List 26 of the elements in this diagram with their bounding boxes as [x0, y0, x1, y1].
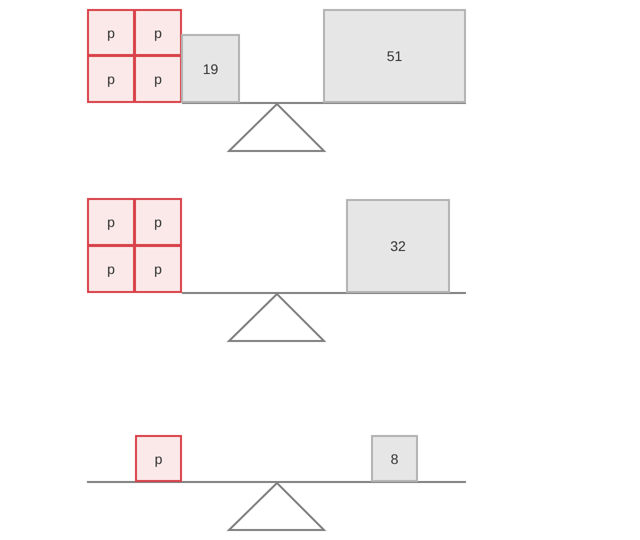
weight-block [371, 435, 418, 482]
weight-label: 32 [390, 238, 406, 254]
weight-block [87, 245, 135, 293]
weight-label: p [107, 214, 115, 230]
weight-block [87, 9, 135, 56]
weight-block [346, 199, 450, 293]
weight-block [323, 9, 466, 103]
weight-block [134, 198, 182, 246]
weight-label: p [154, 261, 162, 277]
weight-label: p [154, 450, 162, 466]
weight-block [134, 9, 182, 56]
weight-block [87, 198, 135, 246]
weight-label: 19 [202, 60, 218, 76]
weight-block [134, 245, 182, 293]
weight-label: 8 [390, 450, 398, 466]
weight-block [134, 55, 182, 103]
weight-block [181, 34, 240, 103]
weight-label: p [107, 261, 115, 277]
weight-label: p [107, 24, 115, 40]
weight-label: p [154, 214, 162, 230]
weight-block [135, 435, 182, 482]
weight-label: 51 [386, 48, 402, 64]
weight-label: p [154, 71, 162, 87]
weight-label: p [154, 24, 162, 40]
weight-label: p [107, 71, 115, 87]
weight-block [87, 55, 135, 103]
